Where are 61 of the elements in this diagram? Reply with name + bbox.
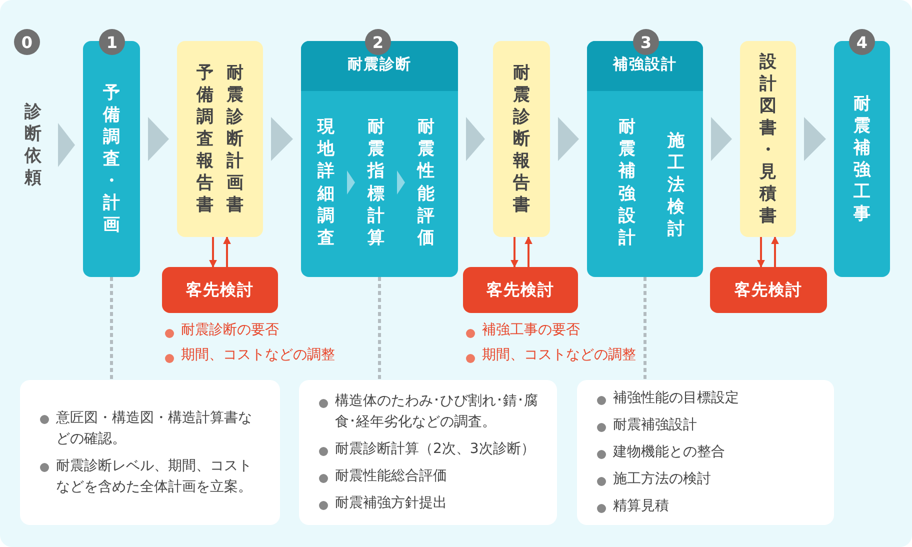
document-box [177, 41, 263, 237]
chevron-arrow [804, 117, 826, 161]
step-label: 耐震指標計算 [367, 116, 385, 249]
chevron-arrow [347, 170, 355, 194]
step-number-badge: 3 [633, 29, 659, 55]
document-title: 予備調査報告書 [196, 62, 214, 216]
step-label: 施工法検討 [667, 130, 685, 240]
review-button: 客先検討 [463, 267, 578, 313]
step-number-badge: 2 [365, 29, 391, 55]
document-title: 設計図書・見積書 [759, 50, 777, 228]
bullet-item: 補強工事の要否 [464, 321, 580, 339]
step-label: 現地詳細調査 [317, 116, 335, 249]
bullet-item: 意匠図・構造図・構造計算書などの確認。 [38, 408, 262, 450]
dashed-connector [110, 277, 113, 380]
bullet-item: 耐震補強方針提出 [317, 493, 539, 514]
panel-heading: 補強設計 [612, 55, 678, 74]
bullet-item: 精算見積 [595, 496, 816, 517]
bullet-item: 期間、コストなどの調整 [464, 346, 636, 364]
step-number-badge: 0 [14, 29, 40, 55]
document-title: 耐震診断報告書 [512, 62, 530, 216]
arrow [223, 236, 231, 267]
arrow [524, 236, 532, 267]
step-label: 耐震性能評価 [417, 116, 435, 249]
arrow [510, 237, 518, 268]
chevron-arrow [58, 123, 75, 167]
dashed-connector [378, 277, 381, 380]
bullet-item: 補強性能の目標設定 [595, 388, 816, 409]
step-label: 耐震補強設計 [618, 116, 636, 249]
step-title: 耐震補強工事 [853, 92, 871, 226]
bullet-item: 耐震補強設計 [595, 415, 816, 436]
panel-heading: 耐震診断 [346, 55, 412, 74]
bullet-item: 耐震診断計算（2次、3次診断） [317, 439, 539, 460]
arrow [209, 237, 217, 268]
step-title: 予備調査・計画 [102, 82, 120, 236]
bullet-item: 耐震診断の要否 [163, 321, 279, 339]
chevron-arrow [711, 117, 732, 161]
review-button: 客先検討 [162, 267, 278, 313]
bullet-item: 建物機能との整合 [595, 442, 816, 463]
step-label: 診断依頼 [24, 100, 42, 190]
note-card [577, 380, 834, 525]
bullet-item: 構造体のたわみ･ひび割れ･錆･腐食･経年劣化などの調査。 [317, 391, 539, 433]
chevron-arrow [466, 117, 485, 161]
dashed-connector [644, 277, 646, 380]
document-title: 耐震診断計画書 [226, 62, 244, 216]
note-card [20, 380, 280, 525]
bullet-item: 耐震診断レベル、期間、コストなどを含めた全体計画を立案。 [38, 456, 262, 498]
step-number-badge: 1 [99, 29, 125, 55]
bullet-item: 施工方法の検討 [595, 469, 816, 490]
chevron-arrow [397, 170, 405, 194]
arrow [771, 236, 779, 267]
chevron-arrow [148, 117, 169, 161]
step-number-badge: 4 [849, 29, 875, 55]
review-button: 客先検討 [710, 267, 827, 313]
bullet-item: 期間、コストなどの調整 [163, 346, 335, 364]
chevron-arrow [558, 117, 579, 161]
note-card [299, 380, 557, 525]
chevron-arrow [271, 117, 293, 161]
bullet-item: 耐震性能総合評価 [317, 466, 539, 487]
document-box [740, 41, 796, 237]
arrow [757, 237, 765, 268]
document-box [493, 41, 550, 237]
